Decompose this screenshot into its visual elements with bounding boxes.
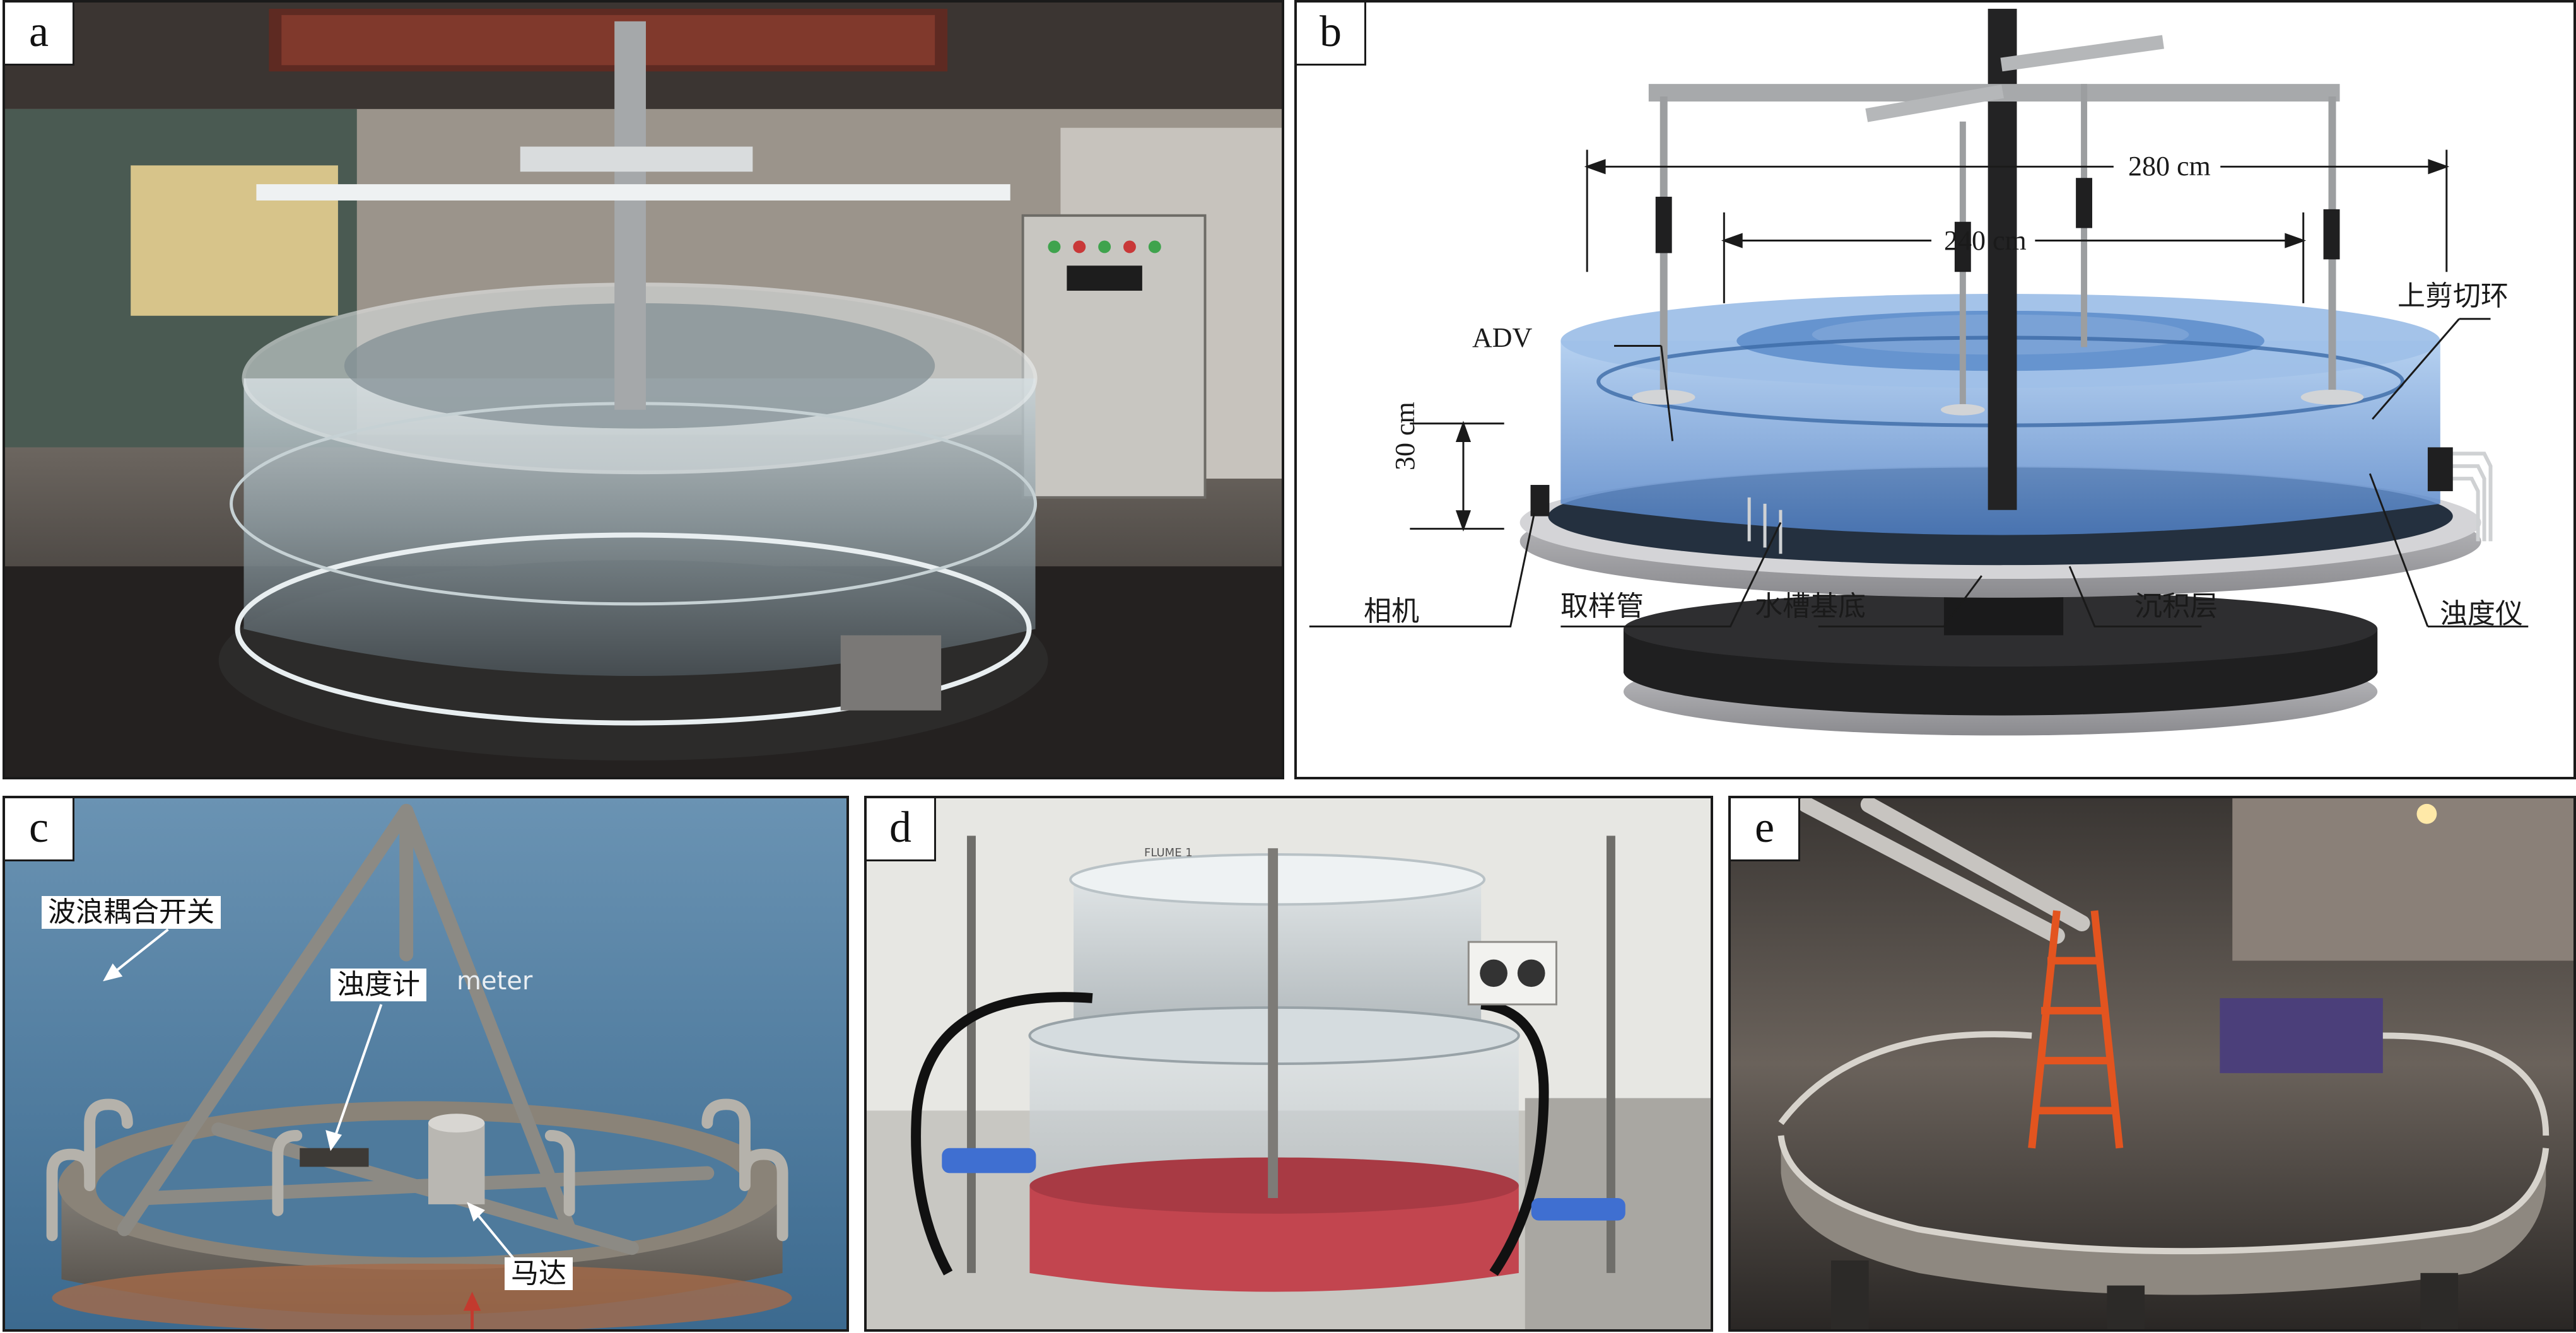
panel-a-photo (5, 3, 1282, 777)
panel-e-letter: e (1731, 798, 1800, 861)
panel-a-letter: a (5, 3, 74, 66)
panel-d-photo (867, 798, 1711, 1329)
turbidity-meter-label: 浊度计 (331, 969, 426, 1001)
sediment-layer-label: 沉积层 (2134, 590, 2218, 622)
dim-height-label: 30 cm (1390, 402, 1420, 470)
panel-c-photo (5, 798, 846, 1329)
wave-switch-label: 波浪耦合开关 (42, 896, 221, 929)
adv-label: ADV (1472, 322, 1533, 353)
flume-base-label: 水槽基底 (1755, 590, 1866, 622)
panel-a: a (3, 0, 1284, 779)
panel-c: c 波浪耦合开关 浊度计 meter 马达 (3, 796, 849, 1332)
panel-b-letter: b (1297, 3, 1366, 66)
panel-d-letter: d (867, 798, 936, 861)
panel-b-schematic (1297, 3, 2573, 777)
flume-tag-text: FLUME 1 (1144, 846, 1193, 859)
turbidimeter-label: 浊度仪 (2440, 598, 2523, 630)
dim-outer-label: 280 cm (2128, 151, 2211, 182)
panel-e: e (1728, 796, 2576, 1332)
panel-b: b 280 cm 240 cm 30 cm ADV 上剪切环 相机 取样管 水槽… (1294, 0, 2576, 779)
upper-shear-ring-label: 上剪切环 (2397, 280, 2509, 312)
motor-label: 马达 (505, 1257, 573, 1290)
camera-label: 相机 (1364, 595, 1419, 627)
panel-d: d FLUME 1 (864, 796, 1713, 1332)
panel-e-photo (1731, 798, 2573, 1329)
panel-c-letter: c (5, 798, 74, 861)
meter-text: meter (457, 967, 533, 996)
dim-inner-label: 240 cm (1944, 225, 2027, 256)
sampling-tube-label: 取样管 (1560, 590, 1644, 622)
